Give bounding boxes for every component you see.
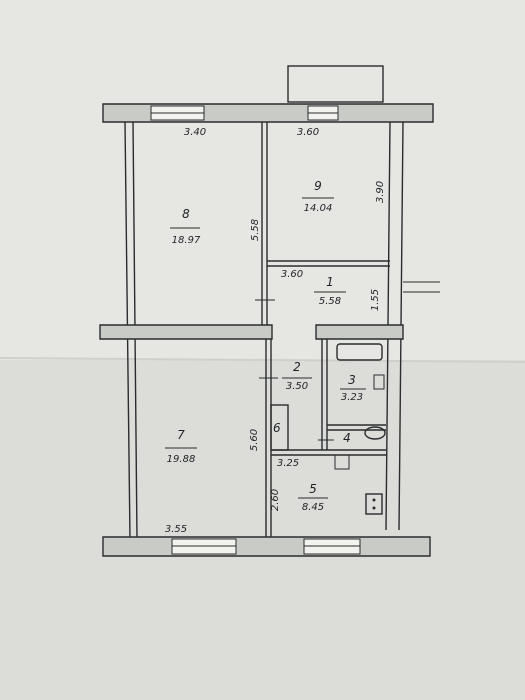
bathtub-icon <box>336 343 383 361</box>
dimension-label: 3.90 <box>375 181 386 203</box>
paper-fold-line <box>0 357 525 363</box>
room-number: 5 <box>309 482 317 496</box>
room-number: 8 <box>182 207 190 221</box>
room-2: 2 3.50 <box>282 360 312 392</box>
room-7: 7 19.88 <box>165 428 197 465</box>
toilet-icon <box>364 426 386 440</box>
bottom-exterior-wall <box>102 536 431 557</box>
closet-6 <box>270 404 289 451</box>
room-area: 3.23 <box>341 392 363 403</box>
room-number: 6 <box>273 421 281 435</box>
dimension-label: 3.40 <box>184 127 206 138</box>
dimension-label: 1.55 <box>370 289 381 311</box>
dimension-label: 3.60 <box>281 269 303 280</box>
room-6: 6 <box>273 421 281 435</box>
sink-icon <box>373 374 385 390</box>
middle-wall-left <box>99 324 273 340</box>
dimension-label: 3.25 <box>277 458 299 469</box>
dimension-label: 3.55 <box>165 524 187 535</box>
room-area: 5.58 <box>319 296 341 307</box>
room-area: 8.45 <box>302 502 324 513</box>
room-3: 3 3.23 <box>340 373 366 403</box>
room-number: 4 <box>343 431 351 445</box>
room-number: 2 <box>293 360 301 374</box>
dimension-label: 3.60 <box>297 127 319 138</box>
room-area: 14.04 <box>304 203 333 214</box>
room-5: 5 8.45 <box>298 482 328 513</box>
dimension-label: 2.60 <box>270 489 281 511</box>
balcony <box>287 65 384 103</box>
room-area: 19.88 <box>167 454 196 465</box>
middle-wall-right <box>315 324 404 340</box>
paper-fold-shade <box>0 360 525 700</box>
room-area: 3.50 <box>286 381 308 392</box>
room-8: 8 18.97 <box>170 207 201 246</box>
stove-icon <box>365 493 383 515</box>
room-1: 1 5.58 <box>314 275 346 307</box>
room-number: 7 <box>177 428 185 442</box>
room-9: 9 14.04 <box>302 179 334 214</box>
room-area: 18.97 <box>172 235 201 246</box>
kitchen-sink-icon <box>334 454 350 470</box>
room-number: 3 <box>348 373 356 387</box>
room-number: 9 <box>314 179 322 193</box>
dimension-label: 5.60 <box>249 429 260 451</box>
room-number: 1 <box>326 275 334 289</box>
room-4: 4 <box>343 431 351 445</box>
dimension-label: 5.58 <box>250 219 261 241</box>
